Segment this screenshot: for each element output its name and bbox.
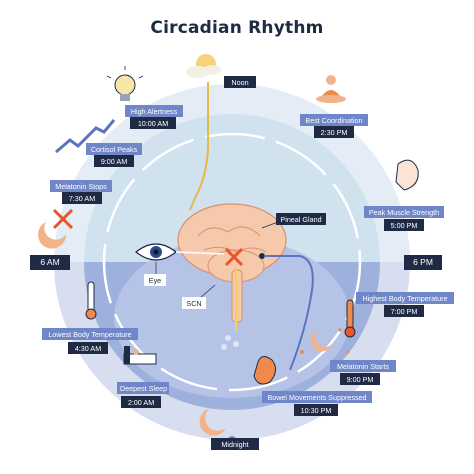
peak-muscle-strength-time: 5:00 PM [384,219,424,232]
melatonin-stops-label: Melatonin Stops [50,180,112,193]
deepest-sleep-time: 2:00 AM [121,396,161,409]
cortisol-peaks-label: Cortisol Peaks [86,143,142,156]
hot-thermometer-icon [344,299,356,338]
meditation-icon [316,75,346,103]
bowel-movements-suppressed-time: 10:30 PM [294,404,338,417]
bowel-movements-suppressed-label: Bowel Movements Suppressed [262,391,372,404]
cold-thermometer-icon [85,281,97,320]
deepest-sleep-label: Deepest Sleep [117,382,169,395]
6am-label: 6 AM [30,255,70,270]
sun-icon [186,54,221,78]
melatonin-stops-time: 7:30 AM [62,192,102,205]
stars-icon [300,328,350,354]
cortisol-peaks-time: 9:00 AM [94,155,134,168]
moon-icon [310,330,332,352]
midnight-label: Midnight [211,438,259,451]
high-alertness-label: High Alertness [125,105,183,118]
melatonin-starts-time: 9:00 PM [340,373,380,386]
cycle-arrow [102,132,362,392]
6pm-label: 6 PM [404,255,442,270]
muscle-arm-icon [395,159,419,191]
stomach-icon [253,356,276,385]
best-coordination-label: Best Coordination [300,114,368,127]
high-alertness-time: 10:00 AM [130,117,176,130]
noon-label: Noon [224,76,256,89]
peak-muscle-strength-label: Peak Muscle Strength [364,206,444,219]
lowest-body-temperature-label: Lowest Body Temperature [42,328,138,341]
leader-lines [155,221,279,299]
crossed-moon-icon [38,208,74,249]
lowest-body-temperature-time: 4:30 AM [68,342,108,355]
bed-icon [123,346,157,365]
light-signal-line [189,82,209,211]
highest-body-temperature-time: 7:00 PM [384,305,424,318]
rising-arrow-icon [55,119,116,154]
scn-label: SCN [182,297,206,310]
highest-body-temperature-label: Highest Body Temperature [356,292,454,305]
lightbulb-icon [106,66,144,101]
eye-icon [135,243,225,261]
page-title: Circadian Rhythm [150,18,324,38]
melatonin-starts-label: Melatonin Starts [330,360,396,373]
brain-illustration [177,203,287,350]
best-coordination-time: 2:30 PM [314,126,354,139]
eye-label: Eye [144,274,166,287]
melatonin-path [264,255,314,371]
midnight-moon-icon [199,408,226,436]
pineal-gland-label: Pineal Gland [276,213,326,226]
